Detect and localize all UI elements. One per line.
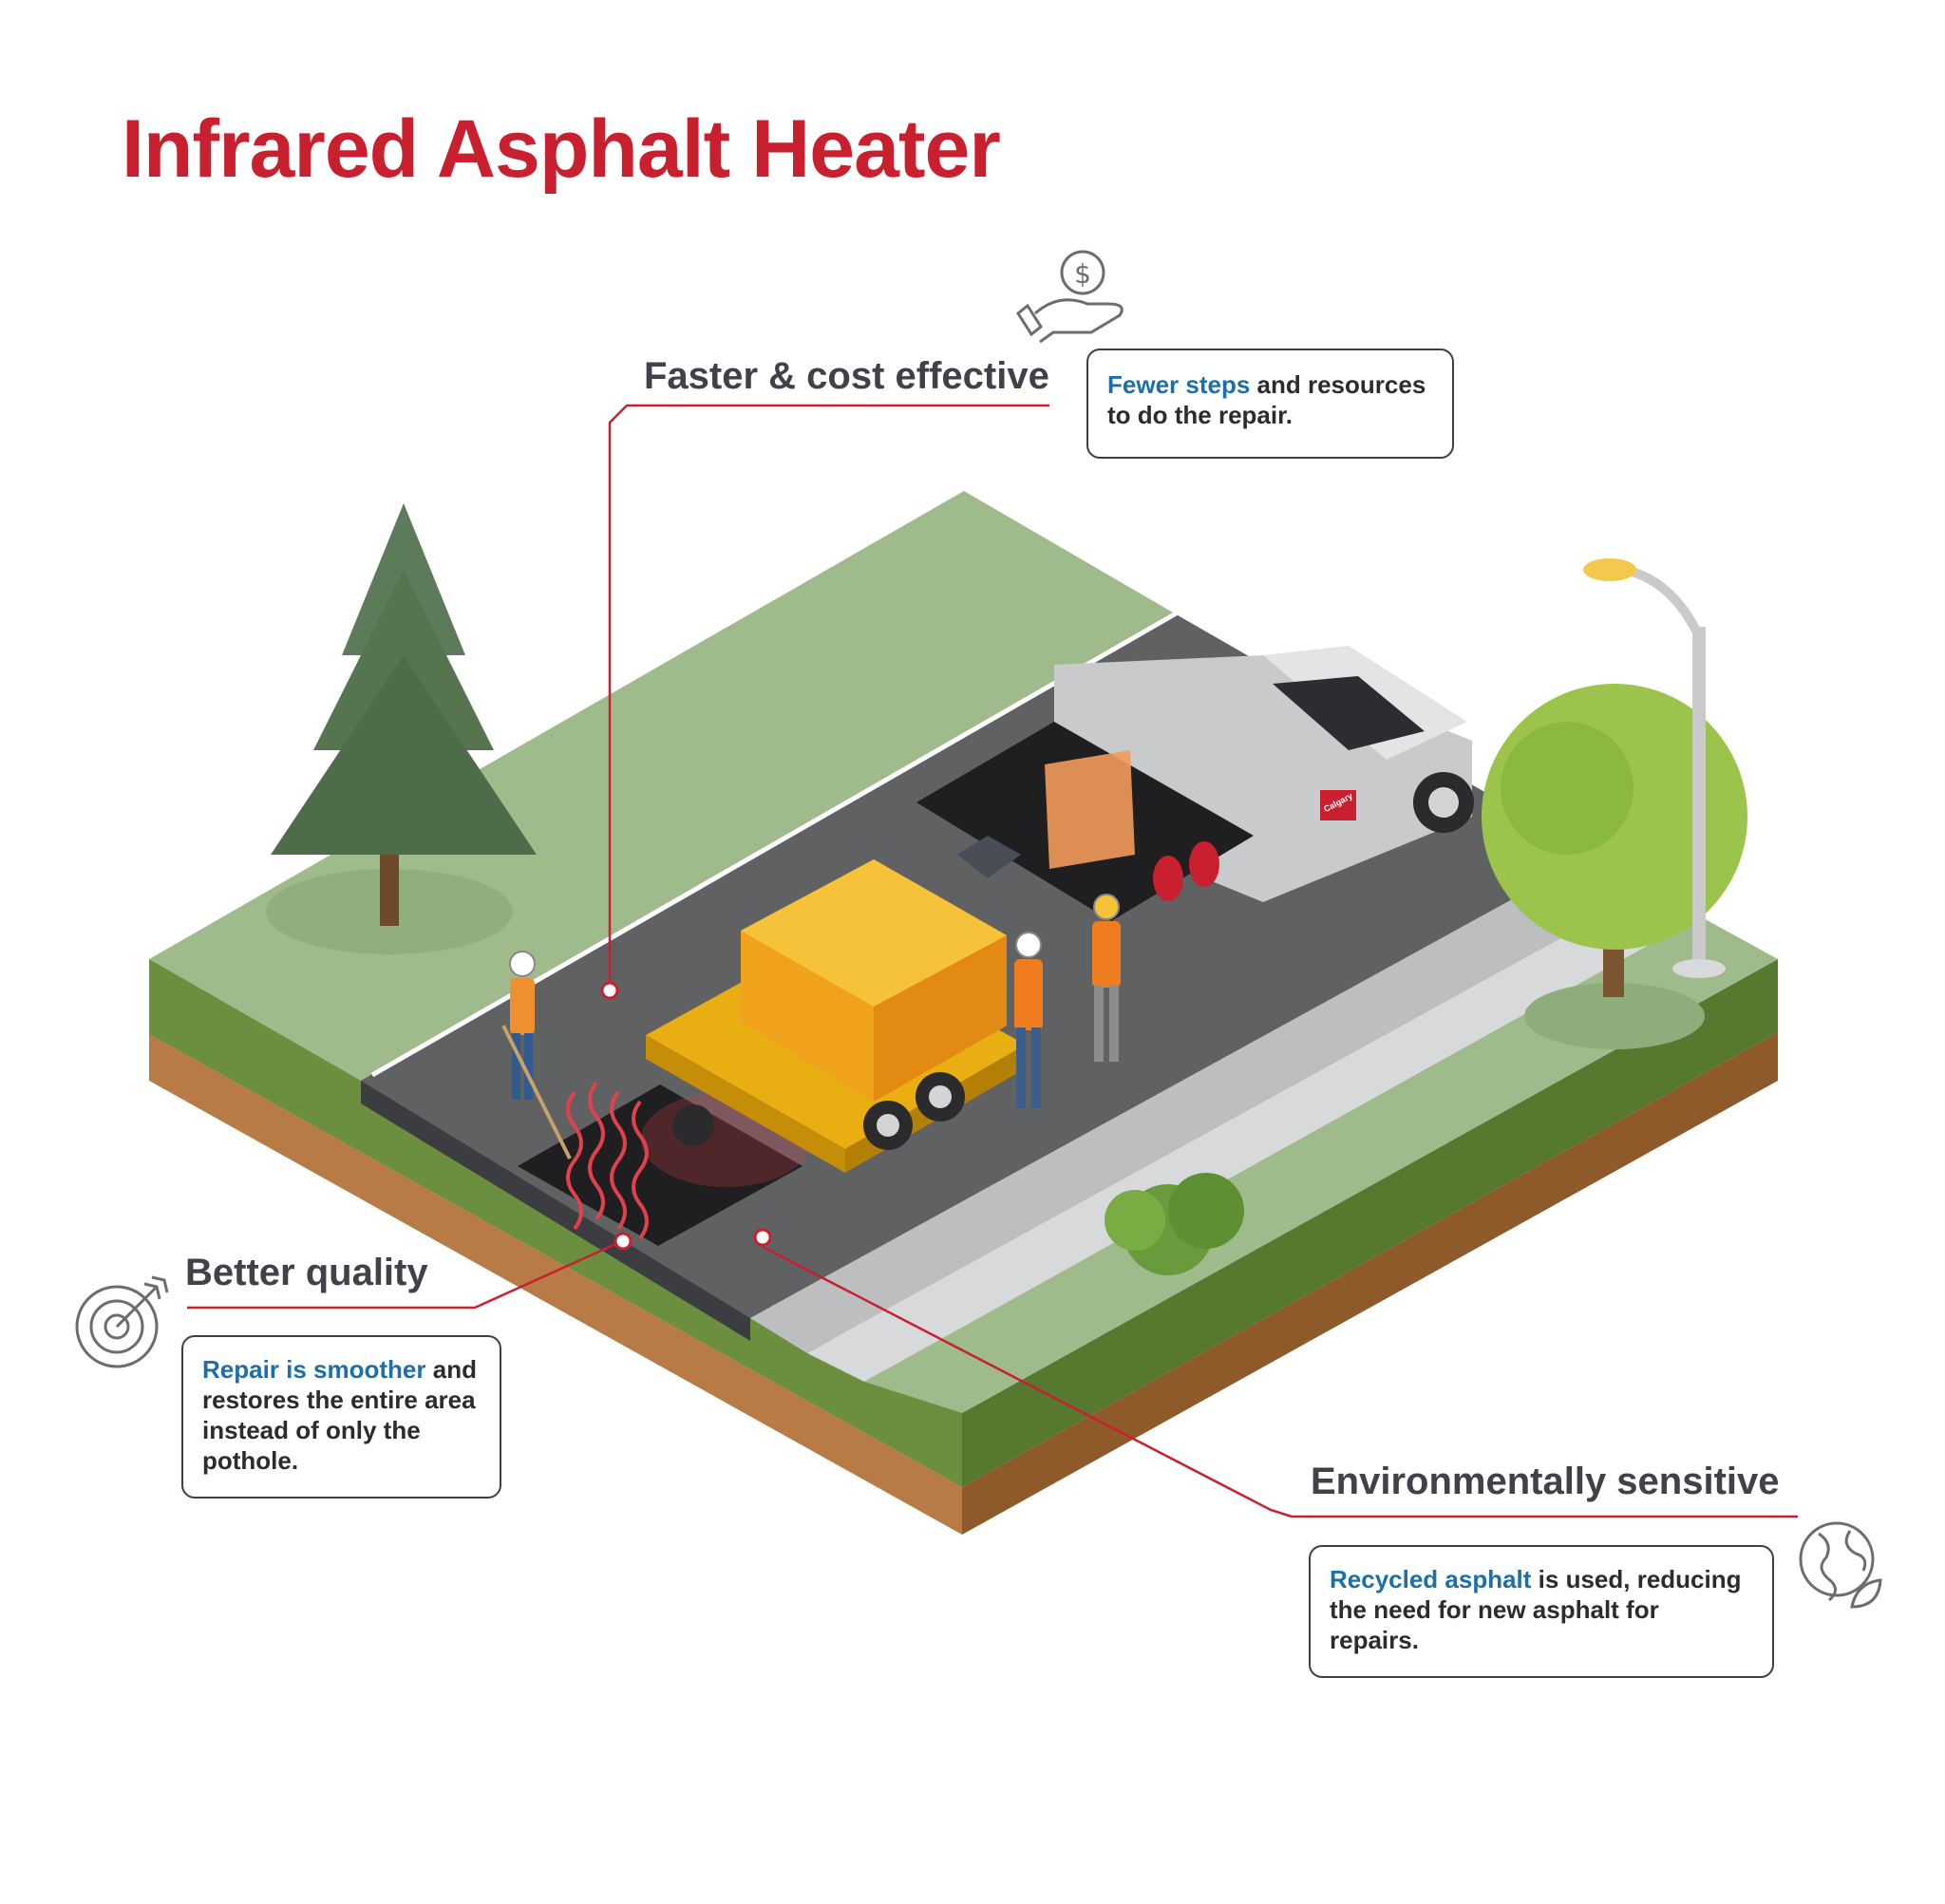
leader-dots [600,981,772,1251]
callout-highlight-environment: Recycled asphalt [1330,1565,1532,1593]
workers [501,894,1121,1159]
callout-text-environment: is used, reducing the need for new aspha… [1330,1565,1742,1654]
page-title: Infrared Asphalt Heater [122,104,1001,195]
leader-dot-quality [614,1232,633,1251]
callout-text-quality: and restores the entire area instead of … [202,1355,477,1475]
pine-tree [266,503,537,954]
leader-dot-faster [600,981,619,1000]
money-hand-icon: $ [1016,250,1124,344]
callout-highlight-quality: Repair is smoother [202,1355,426,1384]
callout-box-environment: Recycled asphalt is used, reducing the n… [1309,1545,1774,1678]
benefit-heading-faster: Faster & cost effective [644,355,1049,397]
leader-line-quality [187,1239,623,1310]
bush [1105,1173,1244,1275]
leader-lines [187,404,1798,1518]
callout-box-quality: Repair is smoother and restores the enti… [181,1335,501,1499]
globe-leaf-icon [1799,1521,1882,1609]
street-lamp [1583,558,1726,978]
worker-shovel [1014,932,1043,1108]
benefit-heading-environment: Environmentally sensitive [1311,1461,1780,1502]
svg-text:$: $ [1074,258,1091,290]
leader-dot-environment [753,1228,772,1247]
heater-trailer [646,859,1026,1173]
worker-standing [1092,894,1121,1062]
leader-line-environment [762,1245,1798,1518]
soil-block [149,959,1778,1535]
target-icon [75,1275,169,1368]
worker-raking [501,951,572,1159]
leader-line-faster [608,404,1049,981]
callout-box-faster: Fewer steps and resources to do the repa… [1086,349,1454,459]
pickup-truck [916,646,1474,921]
callout-text-faster: and resources to do the repair. [1107,370,1426,429]
round-tree [1482,684,1747,1049]
callout-highlight-faster: Fewer steps [1107,370,1251,399]
benefit-heading-quality: Better quality [185,1252,428,1293]
heat-waves [566,1081,649,1240]
